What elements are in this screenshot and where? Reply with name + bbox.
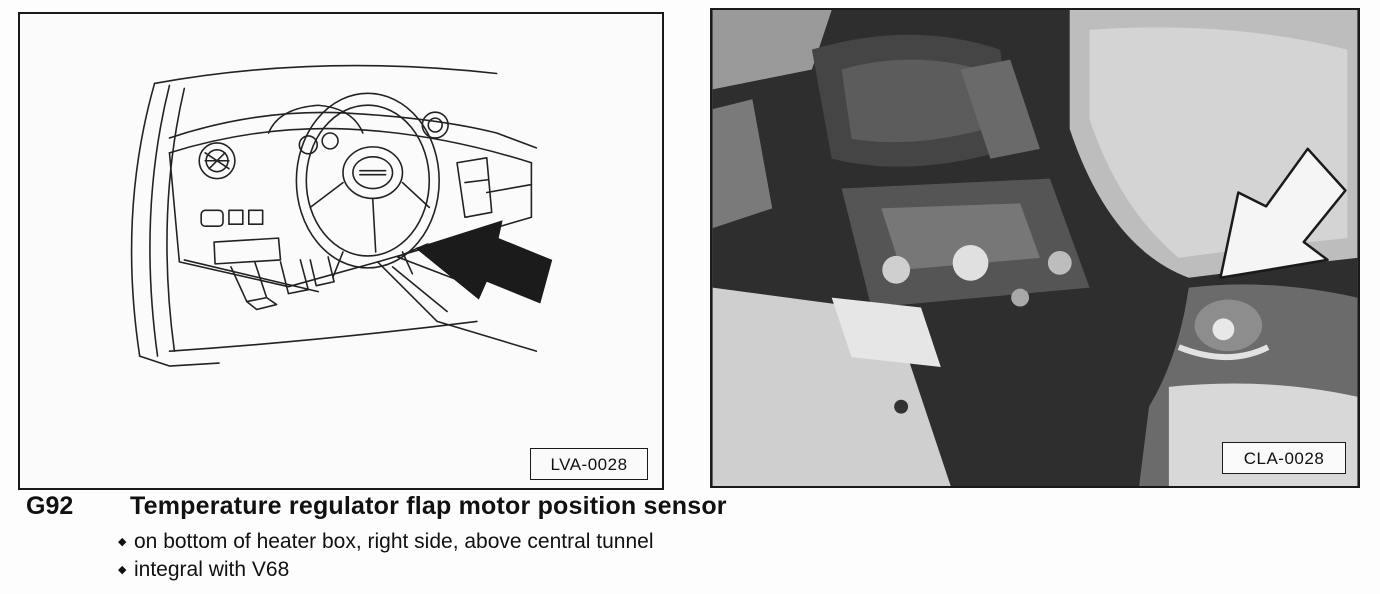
caption-bullet-text: on bottom of heater box, right side, abo… <box>134 530 654 553</box>
caption-bullet-list: ◆ on bottom of heater box, right side, ab… <box>118 528 654 584</box>
figure-dashboard-drawing: LVA-0028 <box>18 12 664 490</box>
component-title: Temperature regulator flap motor positio… <box>130 492 727 520</box>
heater-box-photo <box>712 10 1358 486</box>
diamond-bullet-icon: ◆ <box>118 536 127 548</box>
caption-bullet: ◆ integral with V68 <box>118 556 654 584</box>
caption-bullet-text: integral with V68 <box>134 558 290 581</box>
caption-bullet: ◆ on bottom of heater box, right side, ab… <box>118 528 654 556</box>
diamond-bullet-icon: ◆ <box>118 564 127 576</box>
figure-label-left: LVA-0028 <box>530 448 648 480</box>
figure-heater-box-photo: CLA-0028 <box>710 8 1360 488</box>
component-code: G92 <box>26 492 74 520</box>
component-caption: G92 Temperature regulator flap motor pos… <box>26 492 1026 526</box>
figure-label-right: CLA-0028 <box>1222 442 1346 474</box>
dashboard-line-drawing <box>130 64 553 367</box>
